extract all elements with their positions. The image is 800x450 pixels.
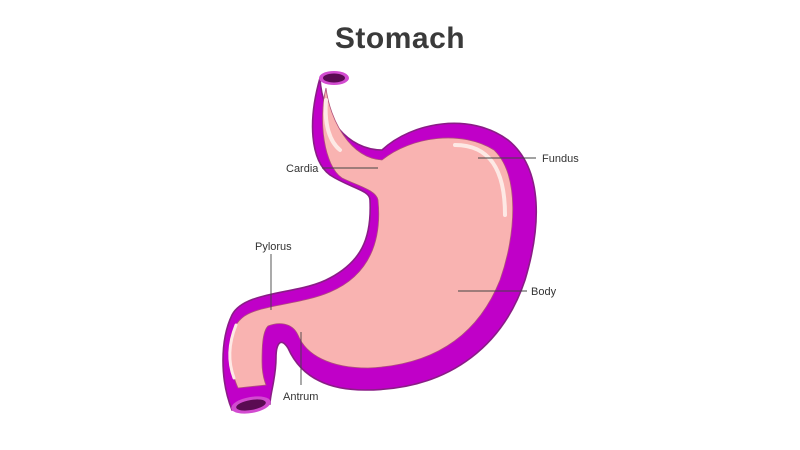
- fundus-label: Fundus: [542, 153, 579, 165]
- antrum-label: Antrum: [283, 391, 318, 403]
- lining-highlight-lower: [228, 323, 238, 380]
- stomach-lining: [229, 87, 514, 389]
- duodenum-opening: [231, 396, 271, 414]
- body-label: Body: [531, 286, 557, 298]
- cardia-label: Cardia: [286, 163, 319, 175]
- lining-highlight-upper: [323, 98, 342, 152]
- diagram-title: Stomach: [334, 22, 466, 55]
- lining-highlight-fundus: [453, 143, 507, 217]
- esophagus-opening: [319, 71, 349, 85]
- pylorus-label: Pylorus: [255, 241, 292, 253]
